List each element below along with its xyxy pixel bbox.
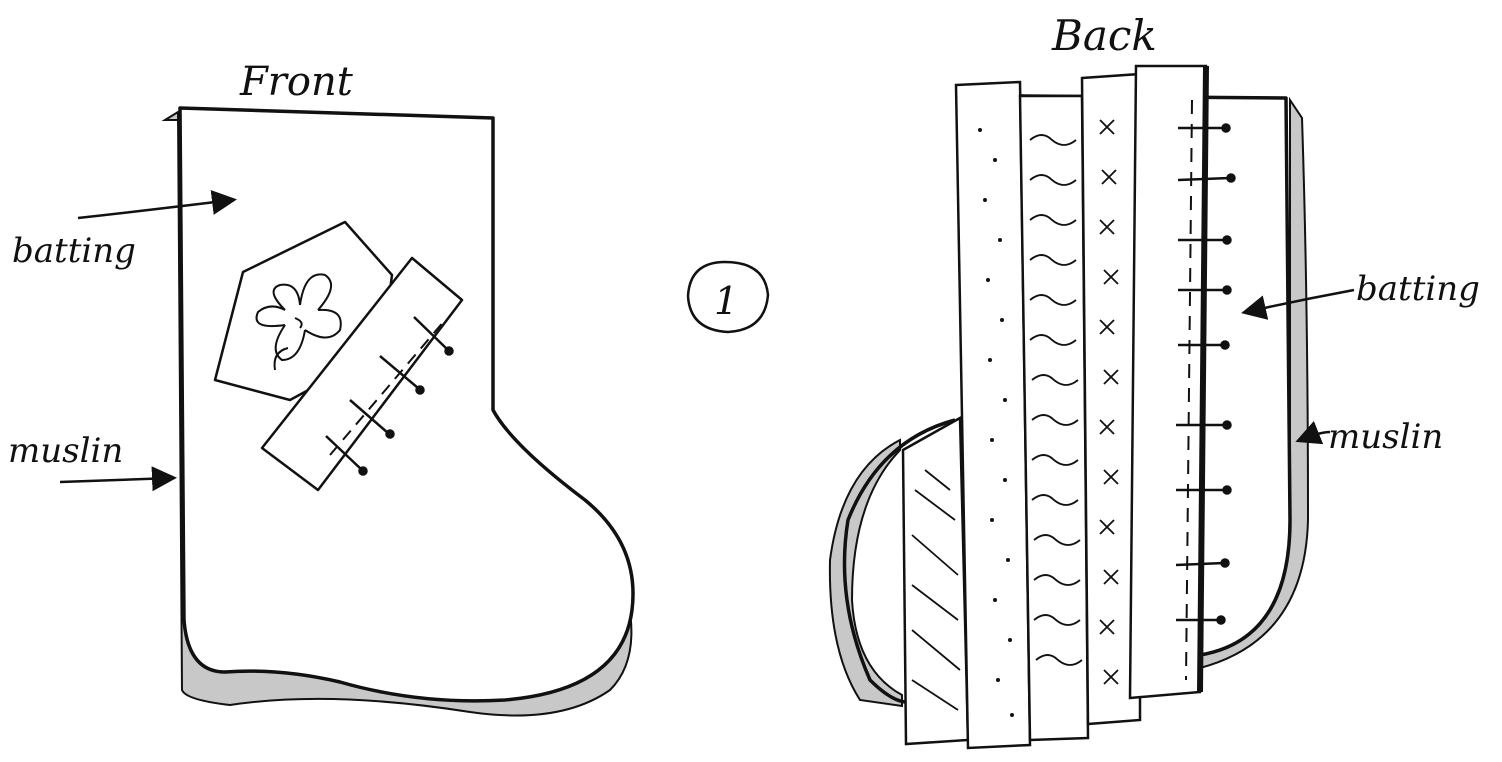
back-strip-3: [1020, 96, 1088, 740]
front-stocking: Front batting muslin: [8, 59, 633, 716]
back-title: Back: [1051, 11, 1157, 60]
back-batting-label: batting: [1356, 269, 1480, 309]
back-muslin-label: muslin: [1328, 417, 1443, 457]
back-stocking: Back batting muslin: [830, 11, 1480, 748]
step-number-badge: 1: [688, 262, 768, 332]
front-muslin-arrow: [60, 478, 172, 482]
front-title: Front: [239, 59, 354, 105]
step-number: 1: [714, 279, 738, 323]
front-batting-label: batting: [12, 231, 136, 271]
back-strip-2: [956, 82, 1030, 748]
back-strip-1: [903, 418, 968, 744]
front-batting-layer: [180, 108, 633, 701]
front-muslin-label: muslin: [8, 431, 123, 471]
